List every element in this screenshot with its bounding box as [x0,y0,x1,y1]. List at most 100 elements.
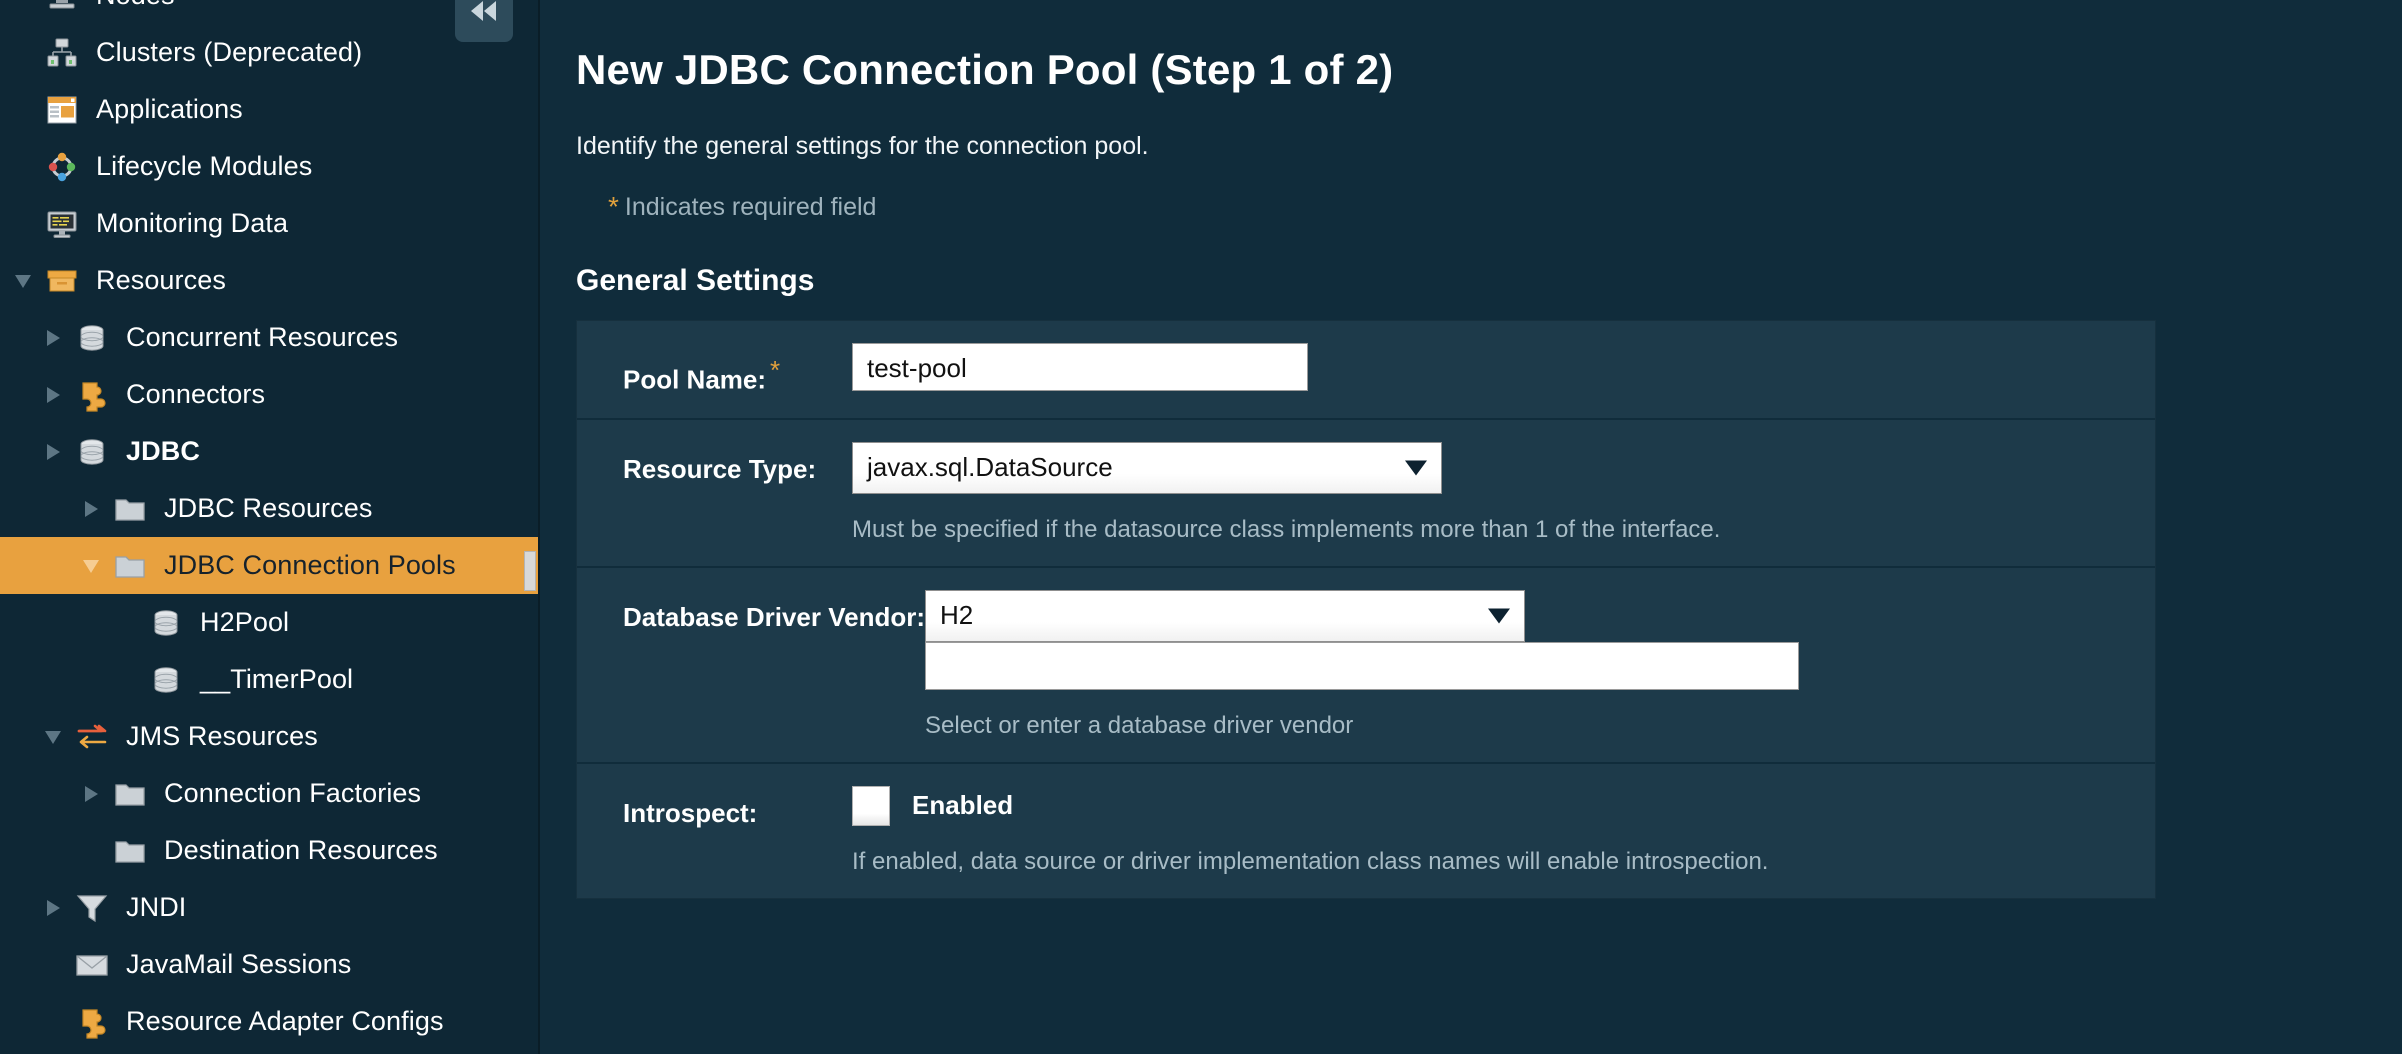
sidebar-item-resources[interactable]: Resources [0,252,538,309]
sidebar-item-lifecycle-modules[interactable]: Lifecycle Modules [0,138,538,195]
database-icon [144,663,188,697]
sidebar-item-destination-resources[interactable]: Destination Resources [0,822,538,879]
folder-icon [108,834,152,868]
node-icon [40,0,84,13]
introspect-checkbox-label: Enabled [912,790,1014,821]
driver-vendor-input[interactable] [925,641,1800,690]
resources-box-icon [40,264,84,298]
sidebar-collapse-button[interactable] [455,0,513,42]
envelope-icon [70,948,114,982]
driver-vendor-label: Database Driver Vendor: [623,601,926,632]
navigation-sidebar: NodesClusters (Deprecated) ApplicationsLi… [0,0,540,1054]
driver-vendor-field-cell: H2 Select or enter a database driver ven… [925,589,2155,740]
form-row-resource-type: Resource Type: javax.sql.DataSource Must… [577,420,2155,568]
form-row-pool-name: Pool Name:* test-pool [577,321,2155,420]
sidebar-item-jndi[interactable]: JNDI [0,879,538,936]
required-field-note: * Indicates required field [608,193,2402,222]
sidebar-item-label: Monitoring Data [96,208,289,238]
pool-name-required-asterisk-icon: * [770,355,781,385]
sidebar-item-label: Clusters (Deprecated) [96,37,363,67]
driver-vendor-selected-value: H2 [940,600,974,631]
folder-icon [108,492,152,526]
chevron-down-icon [1488,608,1511,624]
sidebar-item-label: Connectors [126,379,266,409]
sidebar-item-applications[interactable]: Applications [0,81,538,138]
jms-arrows-icon [70,720,114,754]
monitor-icon [40,207,84,241]
navigation-tree: NodesClusters (Deprecated) ApplicationsLi… [0,0,538,1050]
database-icon [144,606,188,640]
sidebar-item-concurrent-resources[interactable]: Concurrent Resources [0,309,538,366]
resource-type-select[interactable]: javax.sql.DataSource [852,441,1442,494]
sidebar-item-nodes[interactable]: Nodes [0,0,538,24]
sidebar-item-connection-factories[interactable]: Connection Factories [0,765,538,822]
sidebar-item-label: JMS Resources [126,721,318,751]
sidebar-item-label: Nodes [84,0,175,11]
lifecycle-icon [40,150,84,184]
application-icon [40,93,84,127]
pool-name-label: Pool Name:* [577,343,852,396]
section-title-general-settings: General Settings [576,264,815,297]
sidebar-item-label: Destination Resources [164,835,438,865]
introspect-field-cell: Enabled If enabled, data source or drive… [852,785,2155,876]
sidebar-item-label: JDBC Resources [164,493,373,523]
sidebar-item-label: Concurrent Resources [126,322,399,352]
twisty-expanded-icon[interactable] [74,555,108,577]
sidebar-item-label: Applications [96,94,243,124]
required-note-text: Indicates required field [624,193,877,221]
twisty-collapsed-icon[interactable] [36,327,70,349]
twisty-collapsed-icon[interactable] [36,384,70,406]
folder-icon [108,777,152,811]
double-chevron-left-icon [467,0,501,29]
driver-vendor-hint: Select or enter a database driver vendor [925,711,1354,739]
cluster-icon [40,36,84,70]
sidebar-item-jms-resources[interactable]: JMS Resources [0,708,538,765]
chevron-down-icon [1405,460,1427,476]
pool-name-input[interactable]: test-pool [852,343,1308,391]
driver-vendor-select[interactable]: H2 [925,589,1526,642]
page-subtitle: Identify the general settings for the co… [576,132,1149,160]
required-asterisk-icon: * [608,191,619,222]
resource-type-selected-value: javax.sql.DataSource [867,452,1113,483]
introspect-checkbox-row: Enabled [852,785,2155,826]
sidebar-item-label: JDBC Connection Pools [164,550,456,580]
sidebar-item-label: H2Pool [200,607,290,637]
general-settings-form: Pool Name:* test-pool Resource Type: jav… [576,320,2156,899]
sidebar-item-label: Lifecycle Modules [96,151,313,181]
sidebar-item-monitoring-data[interactable]: Monitoring Data [0,195,538,252]
sidebar-item-jdbc-connection-pools[interactable]: JDBC Connection Pools [0,537,538,594]
sidebar-item-label: JNDI [126,892,187,922]
twisty-expanded-icon[interactable] [36,726,70,748]
sidebar-item-timerpool[interactable]: __TimerPool [0,651,538,708]
pool-name-field-cell: test-pool [852,343,2155,396]
twisty-collapsed-icon[interactable] [74,783,108,805]
pool-name-label-text: Pool Name: [623,364,767,395]
folder-icon [108,549,152,583]
resource-type-hint: Must be specified if the datasource clas… [852,515,1721,543]
twisty-expanded-icon[interactable] [6,270,40,292]
introspect-checkbox[interactable] [852,785,890,826]
twisty-collapsed-icon[interactable] [36,897,70,919]
sidebar-item-javamail-sessions[interactable]: JavaMail Sessions [0,936,538,993]
funnel-icon [70,891,114,925]
resource-type-field-cell: javax.sql.DataSource Must be specified i… [852,441,2155,544]
twisty-collapsed-icon[interactable] [36,441,70,463]
sidebar-item-label: JDBC [126,436,200,466]
sidebar-item-label: __TimerPool [200,664,354,694]
sidebar-item-clusters-deprecated[interactable]: Clusters (Deprecated) [0,24,538,81]
sidebar-item-label: Resources [96,265,226,295]
sidebar-item-h2pool[interactable]: H2Pool [0,594,538,651]
introspect-hint: If enabled, data source or driver implem… [852,847,1769,875]
puzzle-icon [70,1005,114,1039]
sidebar-item-jdbc[interactable]: JDBC [0,423,538,480]
form-row-driver-vendor: Database Driver Vendor: H2 Select or ent… [577,568,2155,764]
twisty-collapsed-icon[interactable] [74,498,108,520]
sidebar-item-connectors[interactable]: Connectors [0,366,538,423]
sidebar-item-jdbc-resources[interactable]: JDBC Resources [0,480,538,537]
sidebar-item-resource-adapter-configs[interactable]: Resource Adapter Configs [0,993,538,1050]
puzzle-icon [70,378,114,412]
database-icon [70,321,114,355]
introspect-label: Introspect: [623,797,758,828]
sidebar-item-label: Connection Factories [164,778,422,808]
sidebar-scrollbar-thumb[interactable] [524,551,536,591]
